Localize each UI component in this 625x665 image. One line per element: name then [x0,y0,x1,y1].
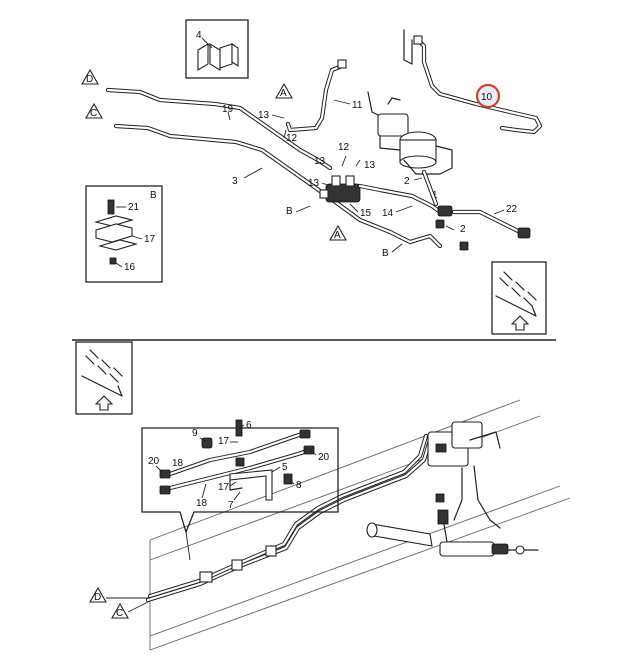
marker-leader-bottom [106,597,150,613]
svg-text:16: 16 [124,262,136,273]
svg-text:C: C [116,608,123,619]
pipe-1: 1 14 [357,183,443,219]
svg-text:13: 13 [314,156,326,167]
svg-text:13: 13 [364,160,376,171]
svg-text:19: 19 [222,104,234,115]
svg-text:14: 14 [382,208,394,219]
clamp-inset-box: B 21 17 16 [85,185,163,283]
pipe-run-bottom [145,433,433,603]
svg-text:8: 8 [296,480,302,491]
svg-text:20: 20 [148,456,160,467]
pipe-3: 3 [113,123,443,249]
clip-inset-box: 4 [185,19,249,79]
svg-text:22: 22 [506,204,518,215]
svg-text:18: 18 [196,498,208,509]
reference-box-bottom-left [75,341,133,415]
svg-text:9: 9 [192,428,198,439]
svg-text:17: 17 [218,482,230,493]
svg-text:11: 11 [352,100,363,111]
pipe-19: 19 [105,87,333,171]
mount-bracket-line [403,29,413,65]
svg-text:C: C [90,108,97,119]
callout-4: 4 [196,30,202,41]
svg-text:A: A [334,230,341,241]
marker-d-top: D [81,68,99,85]
svg-text:20: 20 [318,452,330,463]
svg-text:3: 3 [232,176,238,187]
valve-block: 12 13 13 13 15 [308,142,376,219]
svg-text:17: 17 [144,234,156,245]
svg-text:12: 12 [338,142,350,153]
svg-text:D: D [94,592,101,603]
chassis-frame [149,399,571,651]
svg-text:D: D [86,74,93,85]
svg-text:13: 13 [308,178,320,189]
connector-2-upper: 2 [404,169,439,207]
marker-a-upper: A [275,82,293,99]
svg-text:21: 21 [128,202,140,213]
brake-valve-cluster [427,421,501,529]
svg-text:17: 17 [218,436,230,447]
air-dryer [367,91,453,175]
detail-inset-box: 6 9 17 17 5 20 20 18 18 7 8 [141,419,339,561]
hose-22: 22 2 [435,204,531,251]
svg-text:12: 12 [286,133,298,144]
svg-text:2: 2 [460,224,466,235]
svg-text:2: 2 [404,176,410,187]
marker-a-lower: A [329,224,347,241]
callout-10-highlighted: 10 [475,83,501,109]
svg-text:B: B [150,190,157,201]
svg-text:5: 5 [282,462,288,473]
marker-b-label-2: B [382,248,389,259]
pipe-11: 11 13 12 [258,59,363,144]
marker-c-top: C [85,102,103,119]
pipe-10 [413,35,543,135]
svg-text:6: 6 [246,420,252,431]
svg-text:15: 15 [360,208,372,219]
svg-text:18: 18 [172,458,184,469]
reference-box-top-right [491,261,547,335]
marker-c-bottom: C [111,602,129,619]
svg-text:13: 13 [258,110,270,121]
svg-text:10: 10 [481,92,493,103]
actuator-assembly [366,493,539,557]
marker-b-label-1: B [286,206,293,217]
svg-text:7: 7 [228,500,234,511]
svg-text:A: A [280,88,287,99]
marker-d-bottom: D [89,586,107,603]
